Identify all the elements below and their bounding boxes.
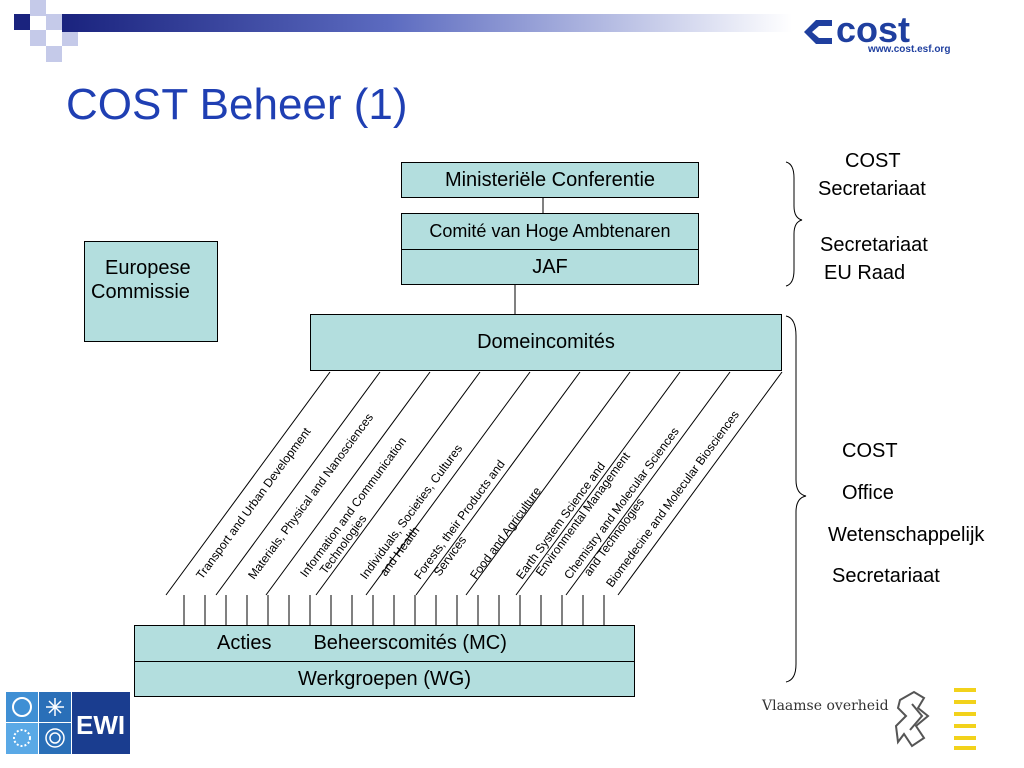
cost-logo: cost bbox=[804, 9, 910, 50]
page-title: COST Beheer (1) bbox=[66, 80, 408, 129]
cost-secretariaat-cost: COST bbox=[845, 150, 901, 172]
corner-square bbox=[30, 0, 46, 16]
ministeriele-conferentie-box: Ministeriële Conferentie bbox=[401, 162, 699, 198]
commissie-label: Commissie bbox=[91, 281, 190, 303]
ministeriele-label: Ministeriële Conferentie bbox=[444, 168, 656, 191]
cost-office-cost: COST bbox=[842, 440, 898, 462]
werkgroepen-box: Werkgroepen (WG) bbox=[134, 661, 635, 697]
comite-label: Comité van Hoge Ambtenaren bbox=[429, 221, 671, 241]
comite-box: Comité van Hoge Ambtenaren bbox=[401, 213, 699, 250]
wetenschappelijk-secretariaat-label: Secretariaat bbox=[832, 565, 940, 587]
vlaamse-leeuw-logo bbox=[894, 688, 976, 750]
corner-square bbox=[14, 14, 30, 30]
jaf-box: JAF bbox=[401, 249, 699, 285]
acties-label: Acties bbox=[217, 632, 272, 654]
corner-square bbox=[46, 46, 62, 62]
eu-raad-label: EU Raad bbox=[824, 262, 906, 284]
beheerscomites-box: Acties Beheerscomités (MC) bbox=[134, 625, 635, 662]
ewi-logo: EWI bbox=[6, 692, 130, 754]
beheerscomites-label: Beheerscomités (MC) bbox=[313, 632, 507, 654]
svg-text:EWI: EWI bbox=[76, 710, 125, 740]
cost-url: www.cost.esf.org bbox=[868, 44, 951, 55]
header-gradient-bar bbox=[62, 14, 792, 32]
werkgroepen-label: Werkgroepen (WG) bbox=[297, 667, 471, 690]
jaf-label: JAF bbox=[532, 255, 568, 278]
cost-secretariaat-label: Secretariaat bbox=[818, 178, 926, 200]
europese-commissie-box: Europese Commissie bbox=[84, 241, 218, 342]
cost-office-label: Office bbox=[842, 482, 894, 504]
domeincomites-box: Domeincomités bbox=[310, 314, 782, 371]
corner-square bbox=[30, 30, 46, 46]
domeincomites-label: Domeincomités bbox=[477, 331, 615, 353]
corner-square bbox=[62, 30, 78, 46]
corner-square bbox=[46, 14, 62, 30]
europese-label: Europese bbox=[105, 257, 191, 279]
eu-secretariaat-label: Secretariaat bbox=[820, 234, 928, 256]
vlaamse-overheid-label: Vlaamse overheid bbox=[762, 698, 889, 714]
wetenschappelijk-label: Wetenschappelijk bbox=[828, 524, 985, 546]
svg-text:cost: cost bbox=[836, 9, 910, 50]
